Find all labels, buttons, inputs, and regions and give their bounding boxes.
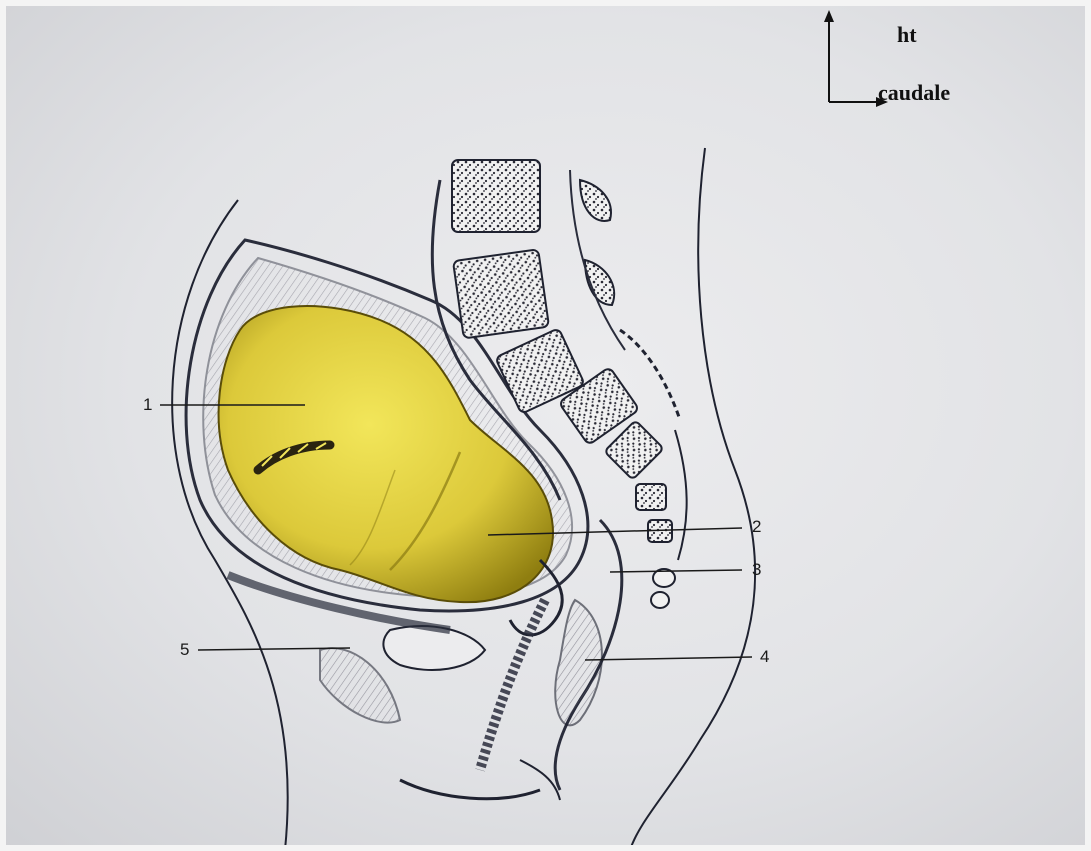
rectum-fill: [555, 600, 602, 725]
vertebra-2: [453, 249, 549, 338]
bladder: [383, 626, 485, 670]
label-4: 4: [760, 647, 769, 667]
perineum: [400, 780, 540, 799]
fetus: [219, 306, 553, 602]
label-3: 3: [752, 560, 761, 580]
vertebra-5: [604, 420, 663, 479]
leader-3: [610, 570, 742, 572]
label-1: 1: [143, 395, 152, 415]
orientation-up-label: ht: [897, 22, 917, 48]
label-5: 5: [180, 640, 189, 660]
orientation-up-arrowhead: [824, 10, 834, 22]
vertebra-1: [452, 160, 540, 232]
orientation-right-label: caudale: [878, 80, 950, 106]
label-2: 2: [752, 517, 761, 537]
coccyx-2: [651, 592, 669, 608]
leader-4: [585, 657, 752, 660]
spinous-processes: [580, 180, 687, 560]
vertebra-6: [636, 484, 666, 510]
pubic-bone: [320, 648, 400, 723]
